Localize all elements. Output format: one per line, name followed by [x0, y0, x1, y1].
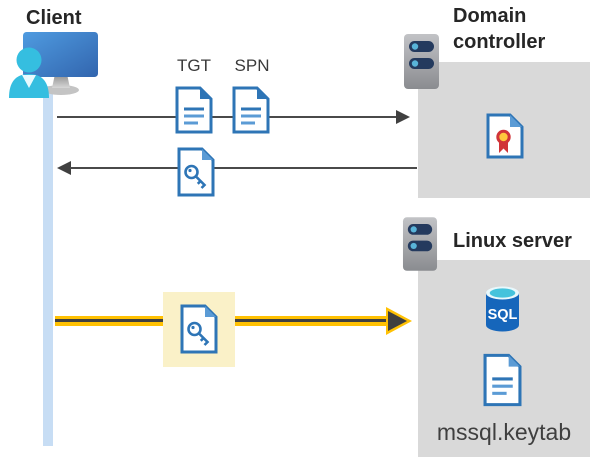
keytab-caption: mssql.keytab: [436, 419, 572, 445]
tgt-document-icon: [175, 86, 213, 134]
key-ticket-icon: [177, 147, 215, 197]
response-arrow-line: [70, 167, 417, 169]
linux-server-label: Linux server: [453, 230, 572, 252]
server-icon: [402, 216, 438, 272]
tgt-label: TGT: [177, 56, 211, 75]
response-arrowhead-icon: [57, 161, 71, 175]
client-label: Client: [26, 7, 82, 29]
request-arrow-line: [57, 116, 397, 118]
request-arrowhead-icon: [396, 110, 410, 124]
client-device-icon: [4, 30, 100, 98]
certificate-icon: [486, 113, 524, 159]
spn-label: SPN: [234, 56, 270, 75]
service-ticket-key-icon: [179, 304, 219, 354]
client-lifeline: [43, 86, 53, 446]
kerberos-arrowhead-icon: [388, 311, 407, 331]
domain-controller-label: Domain controller: [453, 5, 546, 53]
sql-database-icon: SQL: [484, 285, 521, 333]
sql-icon-label: SQL: [488, 307, 518, 323]
spn-document-icon: [232, 86, 270, 134]
keytab-document-icon: [483, 353, 522, 407]
server-icon: [403, 33, 440, 90]
